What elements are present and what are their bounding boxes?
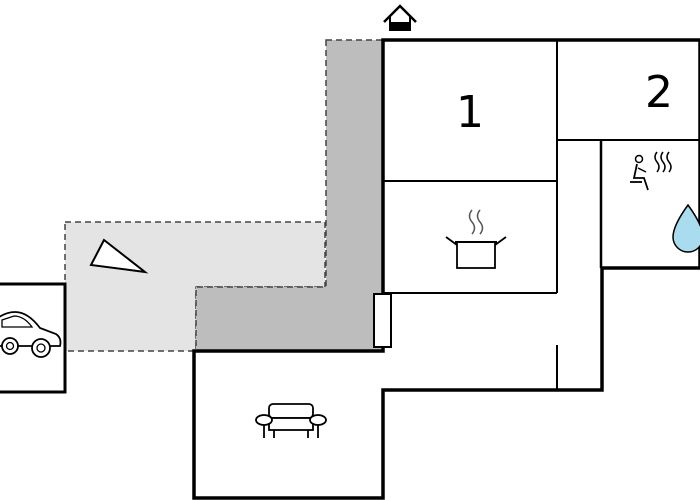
sofa-icon — [255, 403, 327, 438]
house-outline — [192, 38, 700, 500]
room-number-1: 1 — [456, 87, 484, 138]
triangle-flag-icon — [89, 238, 149, 274]
terrace-area — [195, 39, 384, 352]
water-drop-icon — [672, 203, 700, 253]
house-entrance-icon — [383, 4, 417, 31]
room-number-2: 2 — [645, 67, 673, 118]
car-icon — [0, 311, 62, 358]
sauna-icon — [630, 151, 672, 191]
door — [373, 293, 392, 348]
interior-walls — [383, 40, 700, 390]
parking-area — [0, 282, 67, 394]
cooking-pot-icon — [445, 209, 507, 269]
